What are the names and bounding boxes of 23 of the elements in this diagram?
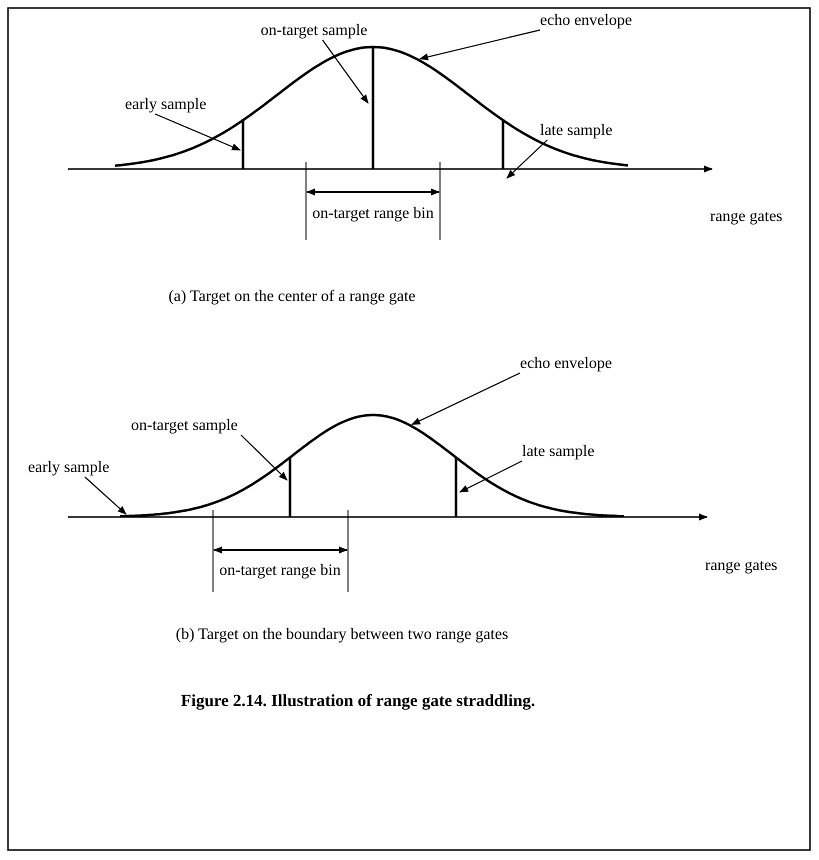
callout-label: early sample [125, 96, 206, 114]
leader-line [322, 40, 369, 104]
callout-label: late sample [522, 443, 594, 461]
echo-envelope-curve [114, 46, 628, 167]
callout-label: late sample [540, 122, 612, 140]
axis-label: range gates [710, 208, 782, 226]
panel-caption: (b) Target on the boundary between two range gates [176, 626, 508, 644]
callout-label: echo envelope [540, 12, 632, 30]
leader-line [411, 372, 520, 425]
axis-label: range gates [705, 557, 778, 575]
leader-line [419, 29, 540, 60]
leader-line [459, 460, 522, 493]
figure-caption: Figure 2.14. Illustration of range gate straddling. [180, 692, 536, 710]
callout-label: on-target sample [131, 417, 238, 435]
panel-caption: (a) Target on the center of a range gate [168, 288, 416, 306]
leader-line [154, 113, 241, 151]
leader-line [84, 476, 127, 515]
callout-label: early sample [28, 459, 110, 477]
callout-label: echo envelope [520, 355, 612, 373]
callout-label: on-target sample [260, 22, 368, 40]
leader-line [506, 140, 548, 179]
echo-envelope-curve [120, 414, 624, 518]
leader-line [240, 434, 288, 481]
